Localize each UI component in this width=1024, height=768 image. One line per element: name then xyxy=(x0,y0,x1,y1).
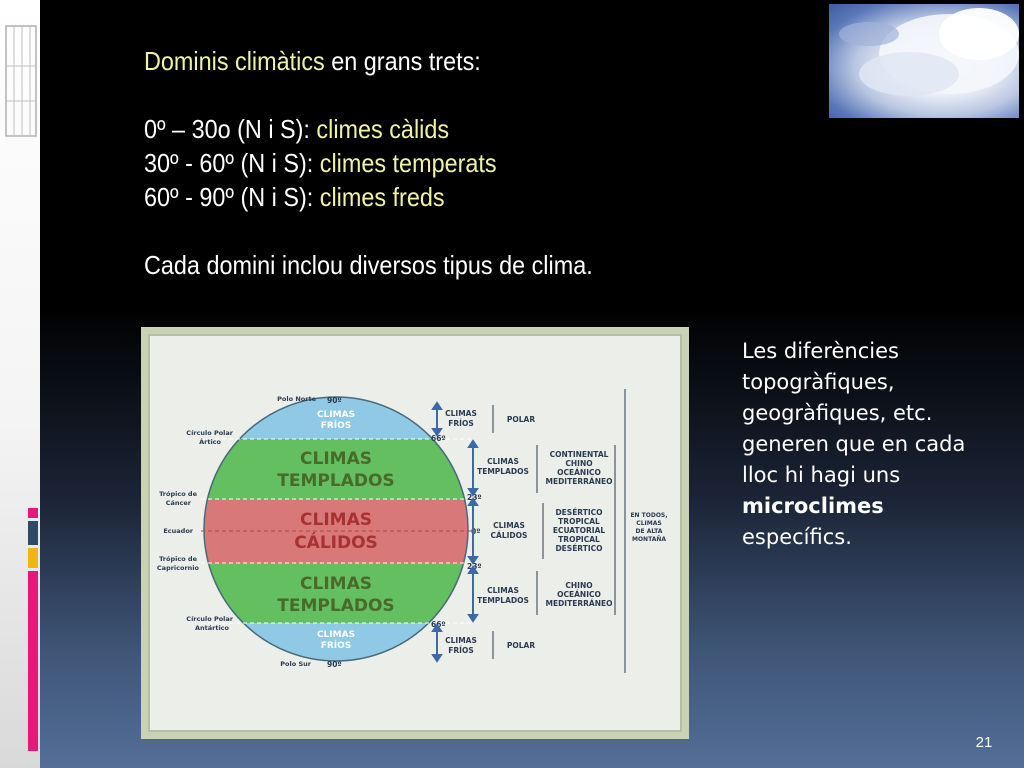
zone-label: CLIMAS xyxy=(487,586,519,595)
climate-type: MEDITERRÁNEO xyxy=(546,477,613,486)
climate-type: CHINO xyxy=(565,581,592,590)
zone-line-temperate: 30º - 60º (N i S): climes temperats xyxy=(144,146,720,180)
band-label: CLIMAS xyxy=(300,449,372,469)
degree-labels: 90º 66º 23º 0º 23º 66º 90º xyxy=(327,396,482,669)
page-number: 21 xyxy=(975,734,993,751)
lat-label: Capricornio xyxy=(157,564,200,572)
degree-label: 66º xyxy=(431,434,446,443)
zone-range: 0º – 30o (N i S): xyxy=(144,114,317,144)
climate-type: OCEÁNICO xyxy=(557,468,601,477)
clouds-photo xyxy=(829,4,1019,118)
mountain-label: MONTAÑA xyxy=(632,536,666,543)
zone-label: climes càlids xyxy=(316,114,450,144)
slide-note: Cada domini inclou diversos tipus de cli… xyxy=(144,250,593,280)
band-label: TEMPLADOS xyxy=(277,471,394,491)
title-highlight: Dominis climàtics xyxy=(144,46,325,76)
slide-title: Dominis climàtics en grans trets: xyxy=(144,44,720,78)
climate-type: ECUATORIAL xyxy=(553,526,606,535)
climate-type: MEDITERRÁNEO xyxy=(546,599,613,608)
climate-type: CONTINENTAL xyxy=(550,450,609,459)
climate-type: DESÉRTICO xyxy=(555,508,602,517)
band-label: TEMPLADOS xyxy=(277,596,394,616)
zone-range: 60º - 90º (N i S): xyxy=(144,182,320,212)
band-label: CLIMAS xyxy=(317,630,355,640)
lat-label: Círculo Polar xyxy=(186,615,233,623)
lat-label: Trópico de xyxy=(159,555,198,563)
zone-label: climes freds xyxy=(319,182,445,212)
side-note-text-end: específics. xyxy=(742,525,852,549)
zone-label: TEMPLADOS xyxy=(477,596,529,605)
mountain-label: CLIMAS xyxy=(636,520,661,527)
accent-bar xyxy=(28,521,38,545)
side-note: Les diferències topogràfiques, geogràfiq… xyxy=(742,336,982,553)
lat-label: Círculo Polar xyxy=(186,429,233,437)
globe-band-labels: CLIMAS FRÍOS CLIMAS TEMPLADOS CLIMAS CÁL… xyxy=(277,410,394,651)
latitude-labels: Polo Norte Círculo Polar Ártico Trópico … xyxy=(157,395,317,668)
climate-type: OCEÁNICO xyxy=(557,590,601,599)
climate-type: DESÉRTICO xyxy=(555,544,602,553)
band-label: CÁLIDOS xyxy=(294,531,378,553)
diagram-svg: CLIMAS FRÍOS CLIMAS TEMPLADOS CLIMAS CÁL… xyxy=(148,334,682,732)
lat-label: Antártico xyxy=(195,624,230,632)
lat-label: Trópico de xyxy=(159,490,198,498)
zone-label: climes temperats xyxy=(319,148,497,178)
zone-label: CLIMAS xyxy=(445,409,477,418)
zone-label: CLIMAS xyxy=(487,457,519,466)
divider-lines xyxy=(492,389,626,673)
climate-type: TROPICAL xyxy=(558,517,600,526)
band-label: CLIMAS xyxy=(317,410,355,420)
window-frame-icon xyxy=(5,25,37,137)
lat-label: Ártico xyxy=(199,437,221,446)
mountain-label: DE ALTA xyxy=(636,528,663,535)
lat-label: Polo Norte xyxy=(277,395,316,403)
climate-type: TROPICAL xyxy=(558,535,600,544)
zone-line-warm: 0º – 30o (N i S): climes càlids xyxy=(144,112,720,146)
degree-label: 0º xyxy=(471,527,480,536)
climate-zones-diagram: CLIMAS FRÍOS CLIMAS TEMPLADOS CLIMAS CÁL… xyxy=(141,327,689,739)
climate-types: POLAR CONTINENTAL CHINO OCEÁNICO MEDITER… xyxy=(507,415,613,650)
lat-label: Polo Sur xyxy=(280,660,311,668)
band-label: CLIMAS xyxy=(300,510,372,530)
left-decor-strip xyxy=(0,0,40,768)
zone-label: TEMPLADOS xyxy=(477,467,529,476)
zone-line-cold: 60º - 90º (N i S): climes freds xyxy=(144,180,720,214)
mountain-label: EN TODOS, xyxy=(630,512,667,519)
accent-bars xyxy=(28,508,38,754)
zone-label: CLIMAS xyxy=(493,521,525,530)
lat-label: Cáncer xyxy=(166,499,192,507)
range-arrows xyxy=(431,401,479,663)
degree-label: 23º xyxy=(467,562,482,571)
climate-type: CHINO xyxy=(565,459,592,468)
title-rest: en grans trets: xyxy=(324,46,481,76)
band-label: CLIMAS xyxy=(300,574,372,594)
side-note-text: Les diferències topogràfiques, geogràfiq… xyxy=(742,339,966,487)
accent-bar xyxy=(28,571,38,751)
zone-labels: CLIMAS FRÍOS CLIMAS TEMPLADOS CLIMAS CÁL… xyxy=(445,409,529,655)
clouds-image xyxy=(839,8,1019,96)
mountain-climates: EN TODOS, CLIMAS DE ALTA MONTAÑA xyxy=(630,512,667,543)
degree-label: 90º xyxy=(327,660,342,669)
zone-range: 30º - 60º (N i S): xyxy=(144,148,320,178)
zone-label: FRÍOS xyxy=(448,419,473,428)
lat-label: Ecuador xyxy=(163,527,193,535)
side-note-bold: microclimes xyxy=(742,494,884,518)
degree-label: 66º xyxy=(431,620,446,629)
degree-label: 23º xyxy=(467,493,482,502)
slide-body: Dominis climàtics en grans trets: 0º – 3… xyxy=(144,44,720,282)
climate-type: POLAR xyxy=(507,641,535,650)
accent-bar xyxy=(28,548,38,568)
band-label: FRÍOS xyxy=(321,639,352,651)
degree-label: 90º xyxy=(327,396,342,405)
zone-label: CLIMAS xyxy=(445,636,477,645)
accent-bar xyxy=(28,508,38,518)
zone-label: FRÍOS xyxy=(448,646,473,655)
climate-type: POLAR xyxy=(507,415,535,424)
zone-label: CÁLIDOS xyxy=(491,531,528,540)
band-label: FRÍOS xyxy=(321,419,352,431)
